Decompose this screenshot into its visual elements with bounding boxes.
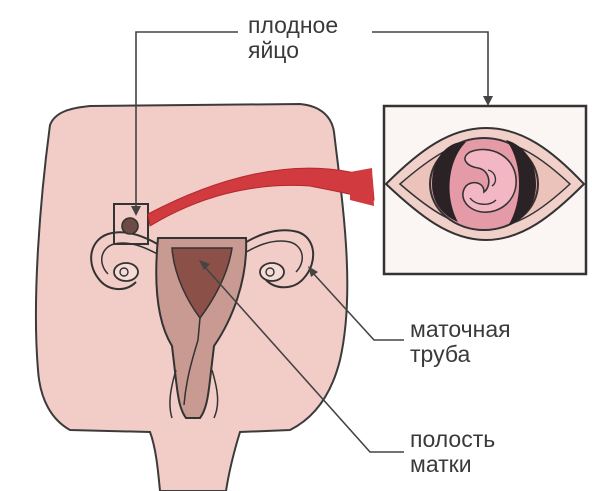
zoom-band-notch: [350, 168, 374, 206]
label-fertilized-egg: плодное яйцо: [248, 13, 338, 63]
label-uterine-cavity-line1: полость: [410, 427, 495, 452]
implanted-egg-in-tube: [122, 218, 138, 234]
label-fertilized-egg-line1: плодное: [248, 13, 338, 38]
label-uterine-cavity: полость матки: [410, 427, 495, 477]
label-uterine-cavity-line2: матки: [410, 452, 495, 477]
label-fallopian-tube-line2: труба: [410, 342, 511, 367]
leader-egg-right: [372, 32, 488, 98]
label-fallopian-tube: маточная труба: [410, 317, 511, 367]
label-fallopian-tube-line1: маточная: [410, 317, 511, 342]
ovary-left: [114, 263, 138, 281]
ovary-right: [260, 263, 284, 281]
label-fertilized-egg-line2: яйцо: [248, 38, 338, 63]
leader-egg-right-arrowhead: [483, 96, 493, 106]
